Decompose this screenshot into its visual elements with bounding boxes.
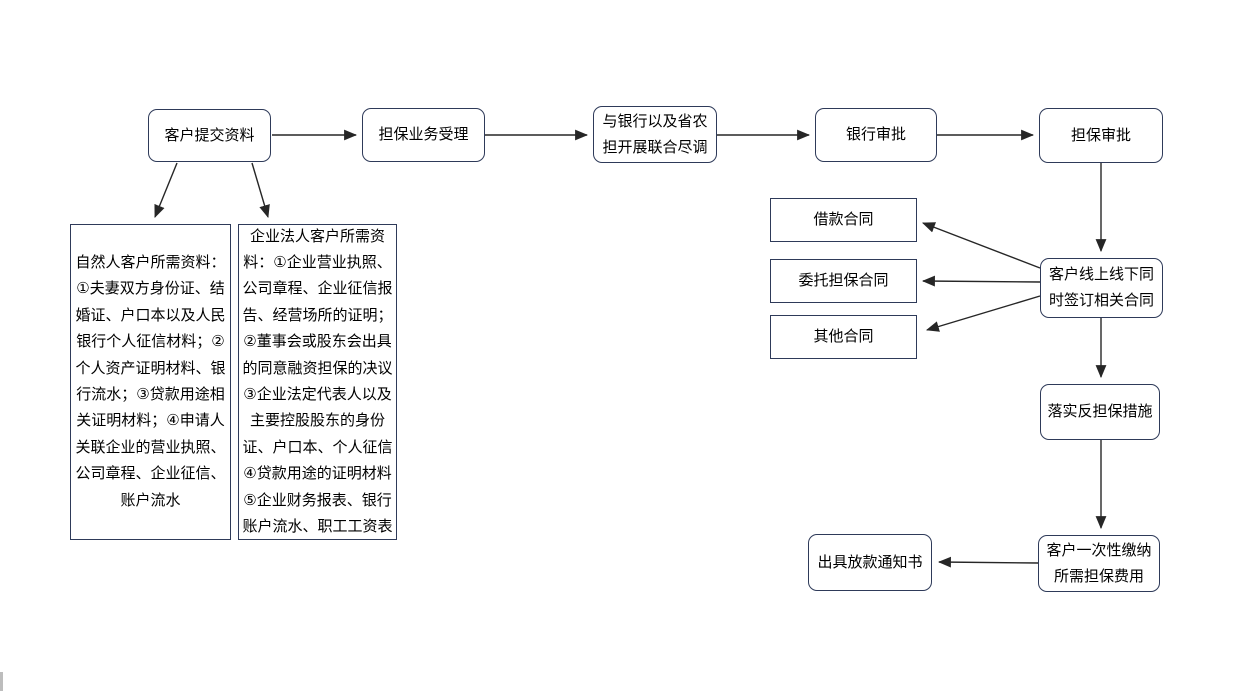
node-guarantee-approval: 担保审批 bbox=[1039, 108, 1163, 163]
edge-payfee-notice bbox=[937, 556, 1039, 568]
node-entrusted-guarantee-contract: 委托担保合同 bbox=[770, 259, 917, 303]
edge-sign-loancontract bbox=[921, 222, 1041, 269]
node-implement-counter-guarantee: 落实反担保措施 bbox=[1040, 384, 1160, 440]
node-corporate-required-materials: 企业法人客户所需资 料：①企业营业执照、 公司章程、企业征信报 告、经营场所的证… bbox=[238, 224, 397, 540]
node-pay-guarantee-fee: 客户一次性缴纳 所需担保费用 bbox=[1038, 535, 1160, 592]
node-customer-submit-materials: 客户提交资料 bbox=[148, 109, 271, 162]
node-joint-due-diligence: 与银行以及省农 担开展联合尽调 bbox=[593, 106, 717, 163]
node-other-contract: 其他合同 bbox=[770, 315, 917, 359]
node-guarantee-business-acceptance: 担保业务受理 bbox=[362, 108, 485, 162]
edge-submit-corporate bbox=[251, 162, 270, 219]
node-loan-contract: 借款合同 bbox=[770, 198, 917, 242]
corner-mark bbox=[0, 672, 3, 691]
node-issue-loan-notice: 出具放款通知书 bbox=[808, 534, 932, 591]
edge-sign-othercontract bbox=[925, 295, 1041, 332]
node-natural-person-required-materials: 自然人客户所需资料： ①夫妻双方身份证、结 婚证、户口本以及人民 银行个人征信材… bbox=[70, 224, 231, 540]
node-bank-approval: 银行审批 bbox=[815, 108, 937, 162]
edge-submit-natural bbox=[154, 162, 178, 219]
edge-sign-entrustcontract bbox=[921, 275, 1041, 287]
node-sign-related-contracts: 客户线上线下同 时签订相关合同 bbox=[1040, 258, 1163, 318]
